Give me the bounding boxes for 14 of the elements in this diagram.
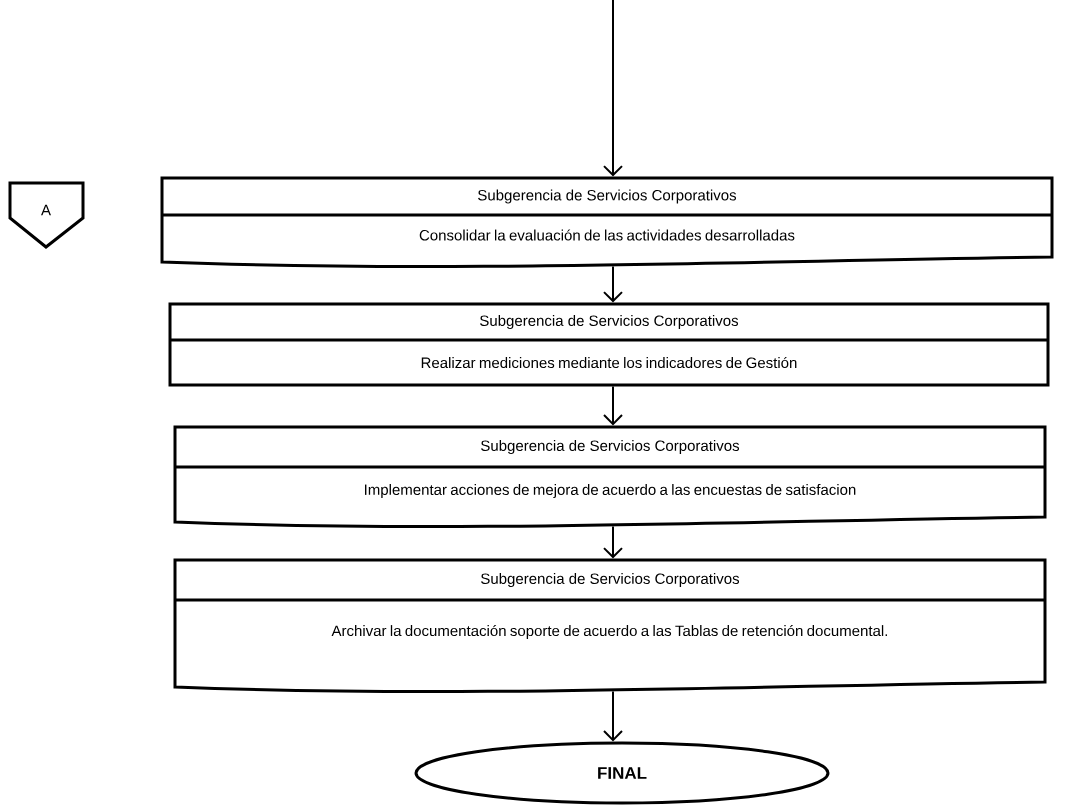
header-text: Subgerencia de Servicios Corporativos: [481, 440, 740, 454]
step-text: Realizar mediciones mediante los indicadores de Gestión: [421, 356, 797, 369]
header-text: Subgerencia de Servicios Corporativos: [478, 189, 737, 204]
arrow: [603, 265, 623, 303]
step-text: Consolidar la evaluación de las actividades desarrolladas: [419, 229, 795, 241]
step-text: Implementar acciones de mejora de acuerdo a las encuestas de satisfacion: [365, 484, 856, 498]
arrow: [603, 525, 623, 559]
header-text: Subgerencia de Servicios Corporativos: [481, 573, 740, 587]
arrow: [603, 0, 623, 177]
header-text: Subgerencia de Servicios Corporativos: [480, 315, 739, 329]
off-page-connector: A: [8, 181, 85, 249]
arrow: [603, 690, 623, 742]
arrow: [603, 385, 623, 426]
step-text: Archivar la documentación soporte de acuerdo a las Tablas de retención documental.: [331, 624, 887, 640]
